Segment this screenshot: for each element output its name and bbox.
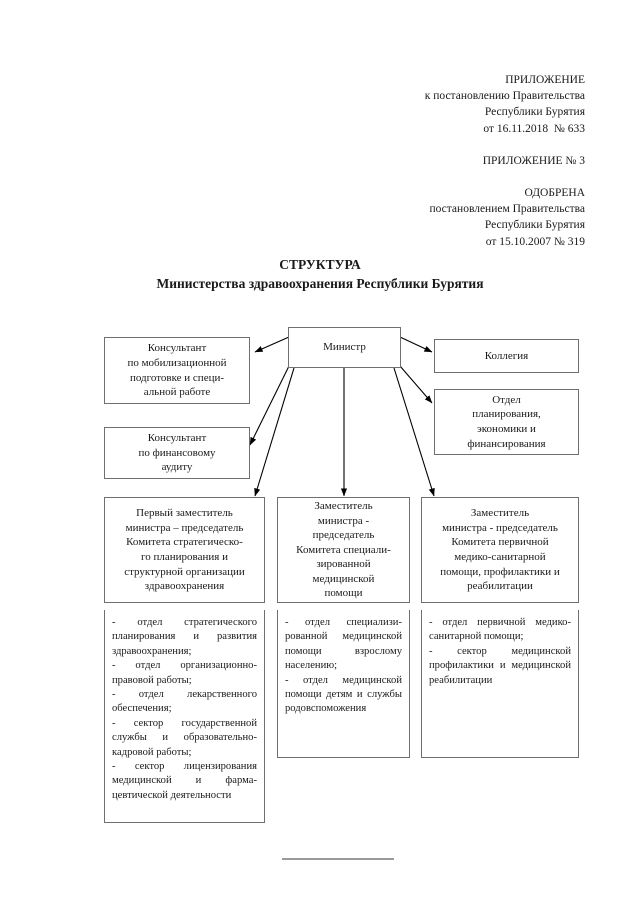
- list-item: - отдел организационно-правовой работы;: [112, 660, 257, 686]
- header-line: ПРИЛОЖЕНИЕ: [505, 74, 585, 86]
- node-deputy-specialized-label: Заместитель министра - председатель Коми…: [296, 499, 391, 600]
- node-planning-department[interactable]: Отдел планирования, экономики и финансир…: [434, 389, 579, 455]
- list-primary-care-departments: - отдел первичной меди­ко-санитарной пом…: [421, 610, 579, 758]
- list-item: - отдел специализи­рованной медицин­ской…: [285, 617, 402, 672]
- list-item: - отдел первичной меди­ко-санитарной пом…: [429, 617, 571, 643]
- node-consultant-mobilization-label: Консультант по мобилизационной подготовк…: [127, 342, 227, 399]
- footer-divider: [282, 858, 394, 860]
- node-deputy-specialized[interactable]: Заместитель министра - председатель Коми…: [277, 497, 410, 603]
- node-collegium-label: Коллегия: [484, 349, 529, 362]
- node-deputy-first[interactable]: Первый заместитель министра – председате…: [104, 497, 265, 603]
- node-minister-label: Министр: [323, 341, 366, 354]
- node-deputy-primary-label: Заместитель министра - председатель Коми…: [440, 507, 560, 593]
- node-collegium[interactable]: Коллегия: [434, 339, 579, 373]
- node-consultant-mobilization[interactable]: Консультант по мобилизационной подготовк…: [104, 337, 250, 404]
- list-item: - отдел медицинской помощи детям и служб…: [285, 674, 402, 715]
- header-line: ОДОБРЕНА: [524, 187, 585, 200]
- node-deputy-first-label: Первый заместитель министра – председате…: [124, 507, 245, 593]
- header-line: к постановлению Правительства: [424, 90, 585, 103]
- list-first-deputy-departments: - отдел стратегического планирования и р…: [104, 610, 265, 823]
- page-title-line-2: Министерства здравоохранения Республики …: [156, 276, 484, 291]
- node-planning-department-label: Отдел планирования, экономики и финансир…: [467, 393, 546, 450]
- header-line: Республики Бурятия: [484, 219, 585, 232]
- list-item: - отдел лекарственного обеспечения;: [112, 689, 257, 715]
- header-line: от 16.11.2018 № 633: [483, 122, 585, 135]
- node-deputy-primary[interactable]: Заместитель министра - председатель Коми…: [421, 497, 579, 603]
- node-consultant-audit[interactable]: Консультант по финансовому аудиту: [104, 427, 250, 479]
- list-item: - сектор лицензирования медицинской и фа…: [112, 761, 257, 801]
- page-title: СТРУКТУРА Министерства здравоохранения Р…: [0, 255, 640, 293]
- list-specialized-departments: - отдел специализи­рованной медицин­ской…: [277, 610, 410, 758]
- list-item: - сектор государственной службы и образо…: [112, 717, 257, 758]
- node-consultant-audit-label: Консультант по финансовому аудиту: [138, 432, 216, 474]
- header-line: ПРИЛОЖЕНИЕ № 3: [482, 154, 585, 167]
- list-item: - сектор медицинской профилактики и меди…: [429, 645, 571, 686]
- header-line: Республики Бурятия: [484, 106, 585, 119]
- header-line: от 15.10.2007 № 319: [485, 235, 585, 248]
- list-item: - отдел стратегического планирования и р…: [112, 617, 257, 657]
- document-header: ПРИЛОЖЕНИЕ к постановлению Правительства…: [325, 72, 585, 250]
- page-title-line-1: СТРУКТУРА: [279, 257, 361, 272]
- node-minister[interactable]: Министр: [288, 327, 401, 368]
- header-line: постановлением Правительства: [429, 203, 585, 216]
